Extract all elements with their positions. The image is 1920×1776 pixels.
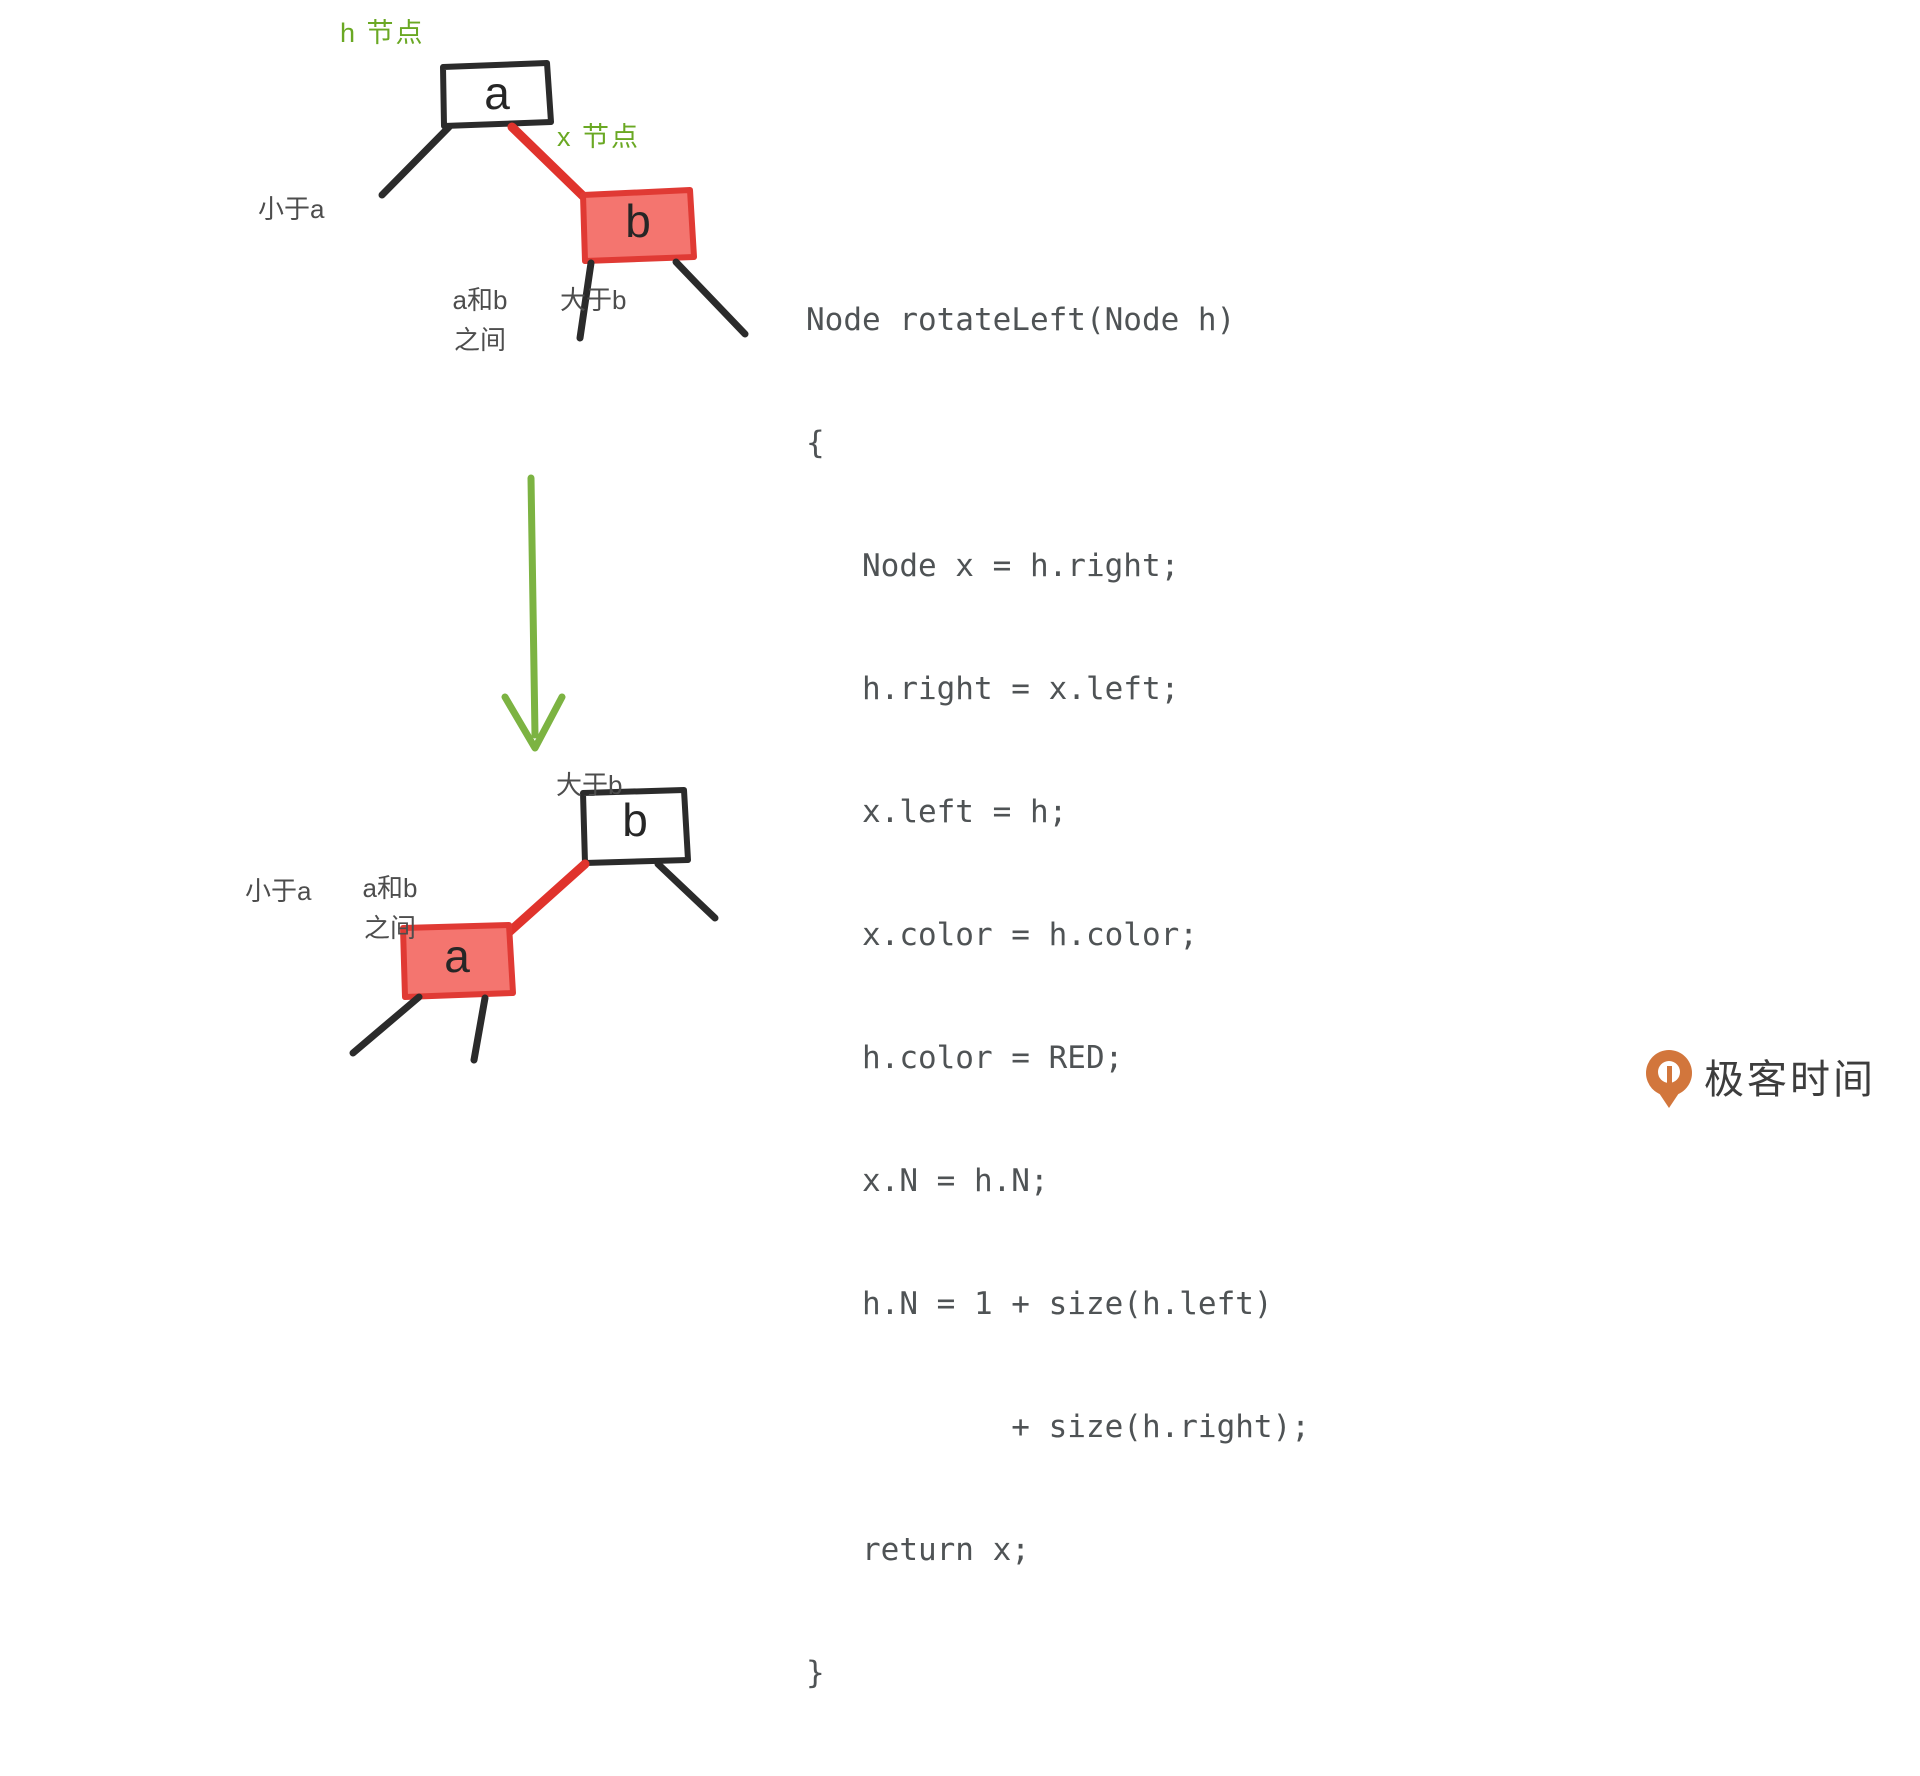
code-line-4: x.left = h; (806, 794, 1068, 830)
edge-a-right-bottom (470, 994, 489, 1064)
label-between-a-b-top-line1: a和b (452, 285, 508, 315)
code-line-0: Node rotateLeft(Node h) (806, 302, 1236, 338)
edge-b-a-red (503, 859, 590, 938)
node-letter-a-top: a (484, 67, 510, 119)
code-line-6: h.color = RED; (806, 1040, 1124, 1076)
label-greater-than-b-top: 大于b (560, 285, 627, 315)
edge-b-right-bottom (654, 860, 719, 922)
edge-a-left-bottom (349, 993, 423, 1057)
code-line-1: { (806, 425, 825, 461)
location-pin-icon (1646, 1050, 1692, 1108)
edge-b-right (672, 258, 749, 338)
code-line-10: return x; (806, 1532, 1030, 1568)
label-less-than-a-top: 小于a (258, 194, 325, 224)
label-between-a-b-bottom-line2: 之间 (363, 913, 416, 943)
label-between-a-b-bottom-line1: a和b (362, 873, 418, 903)
node-letter-a-bottom: a (444, 930, 470, 982)
diagram-canvas: h 节点 a x 节点 b 小于a a和b 之间 大于b b a 大于b 小于a… (245, 18, 1876, 1691)
code-line-7: x.N = h.N; (806, 1163, 1049, 1199)
label-x-node: x 节点 (557, 122, 641, 152)
node-letter-b-top: b (625, 195, 651, 247)
code-line-8: h.N = 1 + size(h.left) (806, 1286, 1273, 1322)
code-line-9: + size(h.right); (806, 1409, 1310, 1445)
code-line-11: } (806, 1655, 825, 1691)
code-line-5: x.color = h.color; (806, 917, 1198, 953)
logo-text: 极客时间 (1704, 1057, 1876, 1103)
label-between-a-b-top-line2: 之间 (453, 325, 506, 355)
label-greater-than-b-bottom: 大于b (556, 770, 623, 800)
label-less-than-a-bottom: 小于a (245, 876, 312, 906)
code-block: Node rotateLeft(Node h) { Node x = h.rig… (806, 218, 1310, 1776)
node-letter-b-bottom: b (622, 794, 648, 846)
code-line-3: h.right = x.left; (806, 671, 1180, 707)
code-line-2: Node x = h.right; (806, 548, 1180, 584)
transition-arrow (501, 474, 566, 752)
label-h-node: h 节点 (340, 18, 425, 48)
geektime-logo: 极客时间 (1646, 1047, 1876, 1108)
edge-a-left (378, 123, 453, 199)
